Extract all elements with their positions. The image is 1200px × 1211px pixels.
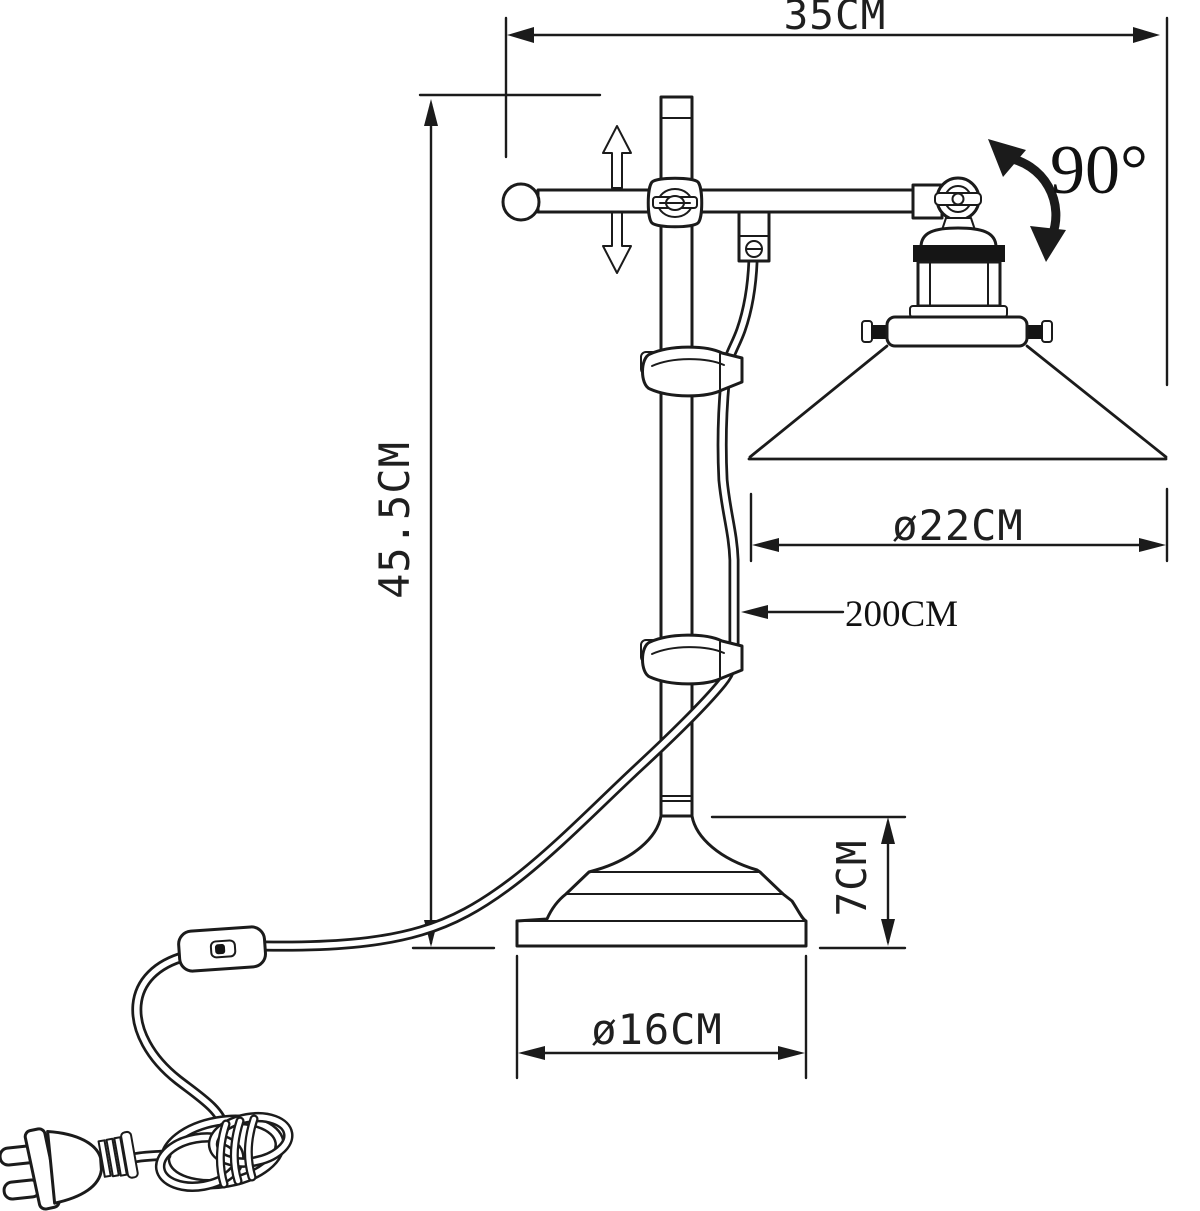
thumbscrew-cap-right	[1041, 320, 1053, 343]
dimension-shade-diameter: ø22CM	[749, 487, 1169, 563]
shade-holder	[861, 315, 1053, 348]
power-plug	[0, 1127, 139, 1211]
lamp-arm	[501, 182, 944, 222]
dimension-base-height: 7CM	[710, 815, 907, 950]
thumbscrew-right	[1026, 325, 1043, 339]
arrow-up-icon	[424, 99, 438, 126]
plug-strain-disc	[120, 1130, 139, 1179]
arm-bar	[536, 188, 918, 214]
lamp-shade	[747, 344, 1168, 461]
coil-wrap-3-core	[246, 1116, 257, 1180]
holder-ring	[885, 315, 1029, 348]
coil-wrap-2-core	[232, 1118, 243, 1184]
dimension-label-base-height: 7CM	[828, 839, 876, 916]
plug-rib-3	[113, 1136, 128, 1177]
pole-clamp-lower	[640, 633, 744, 686]
swivel-center	[951, 192, 965, 206]
rotation-arc	[1003, 153, 1061, 241]
counterweight-ball	[501, 182, 541, 222]
dimension-label-total-height: 45.5CM	[370, 441, 419, 599]
socket-band	[913, 245, 1005, 262]
clamp-band	[641, 345, 744, 398]
plug-bell	[46, 1129, 103, 1205]
dimension-head-rotation: 90°	[988, 132, 1148, 262]
socket-flange	[909, 305, 1008, 318]
lamp-base	[515, 814, 808, 948]
arrow-up-icon	[881, 817, 895, 844]
shade-edge-left	[748, 344, 889, 459]
coil-wrap-1-core	[218, 1121, 229, 1187]
arrow-right-icon	[1139, 538, 1166, 552]
curved-rotation-arrow-icon	[988, 139, 1026, 177]
arrow-left-icon	[518, 1046, 545, 1060]
switch-toggle-button	[214, 944, 226, 955]
dimension-label-base-diameter: ø16CM	[591, 1005, 722, 1054]
cable-switch-to-coil-outline	[131, 950, 230, 1134]
arrow-left-icon	[741, 605, 768, 619]
plug-rib-2	[105, 1137, 120, 1178]
lamp-socket	[909, 217, 1008, 318]
up-arrow-icon	[602, 125, 632, 189]
dimension-label-shade-diameter: ø22CM	[892, 501, 1023, 550]
dimension-total-height: 45.5CM	[370, 93, 602, 950]
coil-loop-right-core	[210, 1114, 292, 1166]
clamp-band-inner-line	[651, 358, 725, 367]
base-silhouette	[515, 814, 808, 948]
down-arrow-icon	[602, 210, 632, 274]
thumbscrew-cap-left	[861, 320, 873, 343]
arrow-right-icon	[1133, 27, 1160, 43]
clamp-band-inner-line	[651, 646, 725, 655]
swivel-joint	[934, 176, 982, 222]
arm-clamp	[646, 176, 704, 229]
socket-body	[916, 260, 1002, 308]
clamp-band	[641, 633, 744, 686]
dimension-arm-length: 35CM	[504, 0, 1169, 387]
dimension-label-arm-length: 35CM	[784, 0, 887, 39]
dimension-label-cord-length: 200CM	[845, 594, 958, 635]
arrow-right-icon	[778, 1046, 805, 1060]
socket-dome	[919, 226, 998, 249]
cable-coil	[154, 1111, 294, 1192]
dimension-base-diameter: ø16CM	[515, 954, 808, 1080]
cable-switch-to-coil-core	[134, 953, 227, 1131]
plug-rib-1	[97, 1139, 112, 1178]
thumbscrew-left	[871, 325, 888, 339]
arrow-down-icon	[881, 919, 895, 946]
dimension-cord-length: 200CM	[741, 594, 958, 635]
arrow-left-icon	[752, 538, 779, 552]
curved-rotation-arrow-tip-icon	[1030, 226, 1066, 262]
arrow-left-icon	[507, 27, 534, 43]
pole-clamp-upper	[640, 345, 744, 398]
plug-body-group	[23, 1127, 139, 1211]
inline-switch	[177, 925, 267, 973]
cord-grip	[737, 210, 771, 263]
dimension-label-head-rotation: 90°	[1050, 132, 1148, 209]
shade-edge-right	[1025, 344, 1168, 459]
coil-loop-left-core	[157, 1134, 243, 1190]
